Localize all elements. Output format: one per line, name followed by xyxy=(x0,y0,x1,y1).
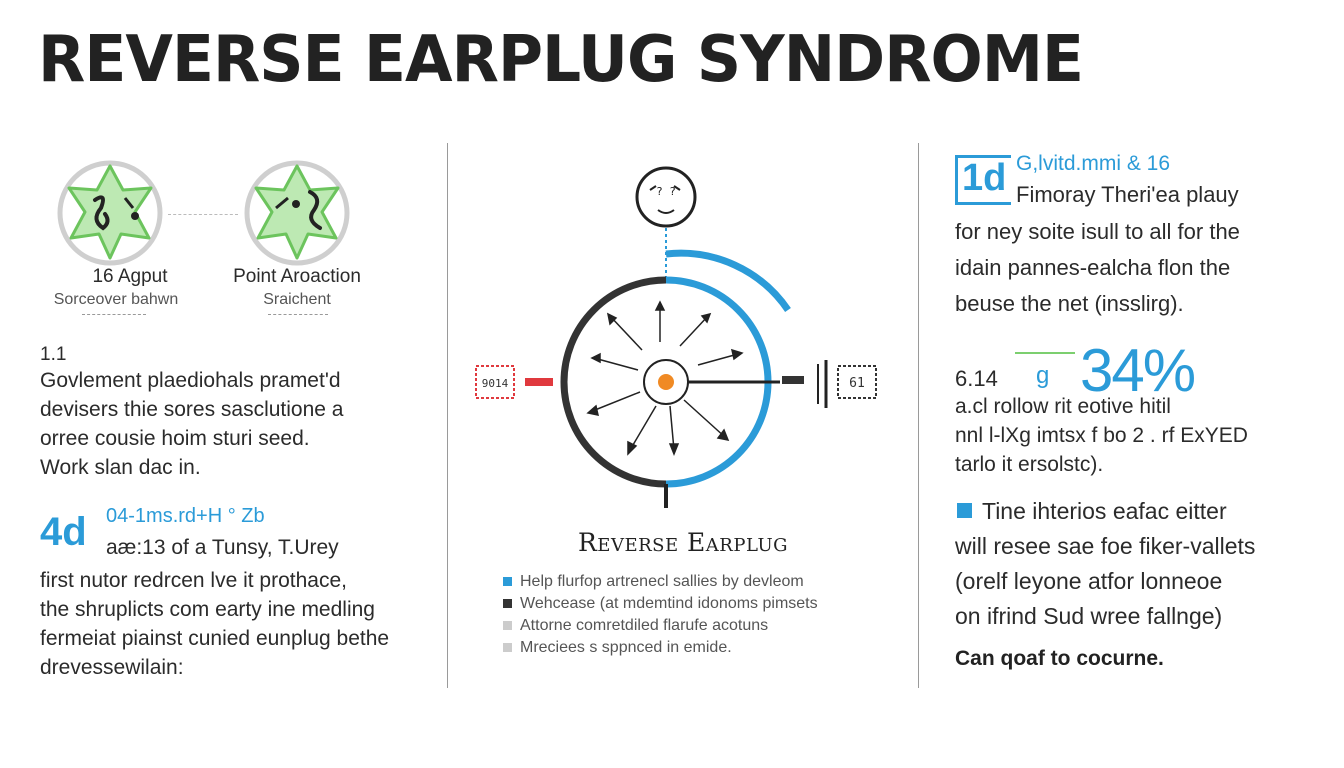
bullet-paragraph-line: will resee sae foe fiker-vallets xyxy=(955,533,1256,559)
legend-item: Wehcease (at mdemtind idonoms pimsets xyxy=(503,593,903,615)
left-paragraph-2-line: drevessewilain: xyxy=(40,656,184,679)
legend-text: Mreciees s sppnced in emide. xyxy=(520,639,732,656)
aroaction-sublabel: Sraichent xyxy=(263,291,331,308)
legend-swatch xyxy=(503,599,512,609)
right-paragraph-1-line: for ney soite isull to all for the xyxy=(955,219,1240,244)
right-paragraph-2-line: nnl l-lXg imtsx f bo 2 . rf ExYED xyxy=(955,424,1248,447)
bullet-paragraph-line: (orelf leyone atfor lonneoe xyxy=(955,568,1223,594)
diagram-heading: Reverse Earplug xyxy=(577,528,788,557)
face-icon xyxy=(635,166,697,228)
left-stat-value: 4d xyxy=(40,510,87,554)
right-stat2-mid: g xyxy=(1036,362,1050,389)
ring-dark xyxy=(560,276,667,488)
diagram-legend: Help flurfop artrenecl sallies by devleo… xyxy=(503,571,903,659)
column-divider-right xyxy=(918,143,919,688)
left-paragraph-line: Govlement plaediohals pramet'd xyxy=(40,369,341,392)
pressure-arrows xyxy=(586,300,744,457)
agput-sublabel: Sorceover bahwn xyxy=(53,291,179,308)
bullet-first-line: Tine ihterios eafac eitter xyxy=(982,498,1227,524)
right-paragraph-1-line: beuse the net (insslirg). xyxy=(955,291,1184,316)
bullet-paragraph: will resee sae foe fiker-vallets (orelf … xyxy=(955,529,1335,634)
right-stat-value: 1d xyxy=(962,157,1007,199)
left-stat-line1: 04-1ms.rd+H ° Zb xyxy=(106,505,265,527)
left-tag xyxy=(475,365,515,399)
bullet-square-icon xyxy=(957,503,972,518)
right-stat-line1: G,lvitd.mmi & 16 xyxy=(1016,152,1171,175)
left-paragraph: Govlement plaediohals pramet'd devisers … xyxy=(40,366,440,482)
agput-icon xyxy=(55,158,165,268)
agput-label: 16 Agput xyxy=(92,266,168,287)
page-title: REVERSE EARPLUG SYNDROME xyxy=(38,23,1084,97)
right-paragraph-2: a.cl rollow rit eotive hitil nnl l-lXg i… xyxy=(955,392,1335,479)
left-paragraph-2: first nutor redrcen lve it prothace, the… xyxy=(40,566,440,682)
left-paragraph-2-line: first nutor redrcen lve it prothace, xyxy=(40,569,347,592)
red-marker xyxy=(525,378,553,386)
left-paragraph-2-line: the shruplicts com earty ine medling xyxy=(40,598,375,621)
right-stat2-prefix: 6.14 xyxy=(955,366,998,391)
right-tag xyxy=(837,365,877,399)
legend-item: Help flurfop artrenecl sallies by devleo… xyxy=(503,571,903,593)
aroaction-icon xyxy=(240,158,354,268)
connector-line xyxy=(168,214,238,215)
section-number: 1.1 xyxy=(40,344,67,365)
legend-text: Wehcease (at mdemtind idonoms pimsets xyxy=(520,595,818,612)
closing-line: Can qoaf to cocurne. xyxy=(955,647,1164,670)
right-paragraph-2-line: a.cl rollow rit eotive hitil xyxy=(955,395,1171,418)
pressure-diagram: ? ? 9014 61 xyxy=(470,160,900,520)
right-paragraph-1: for ney soite isull to all for the idain… xyxy=(955,214,1335,322)
center-dot xyxy=(658,374,674,390)
legend-swatch xyxy=(503,643,512,653)
left-stat-line2: aæ:13 of a Tunsy, T.Urey xyxy=(106,536,339,559)
right-stat-box xyxy=(955,155,1011,205)
left-paragraph-line: Work slan dac in. xyxy=(40,456,201,479)
bullet-paragraph-line: on ifrind Sud wree fallnge) xyxy=(955,603,1223,629)
left-paragraph-line: orree cousie hoim sturi seed. xyxy=(40,427,310,450)
outer-arc xyxy=(665,249,791,312)
right-stat2-rule xyxy=(1015,352,1075,354)
right-stat-line2: Fimoray Theri'ea plauy xyxy=(1016,182,1239,207)
agput-underline xyxy=(82,314,146,315)
legend-text: Help flurfop artrenecl sallies by devleo… xyxy=(520,573,804,590)
face-text: ? ? xyxy=(656,185,676,198)
aroaction-underline xyxy=(268,314,328,315)
probe-plug xyxy=(782,376,804,384)
right-stat2-value: 34% xyxy=(1080,337,1196,404)
right-tag-text: 61 xyxy=(849,376,865,391)
legend-text: Attorne comretdiled flarufe acotuns xyxy=(520,617,769,634)
left-tag-text: 9014 xyxy=(482,377,509,390)
legend-item: Mreciees s sppnced in emide. xyxy=(503,637,903,659)
left-paragraph-2-line: fermeiat piainst cunied eunplug bethe xyxy=(40,627,390,650)
legend-swatch xyxy=(503,577,512,587)
aroaction-label: Point Aroaction xyxy=(233,266,361,287)
legend-swatch xyxy=(503,621,512,631)
column-divider-left xyxy=(447,143,448,688)
legend-item: Attorne comretdiled flarufe acotuns xyxy=(503,615,903,637)
left-paragraph-line: devisers thie sores sasclutione a xyxy=(40,398,344,421)
right-paragraph-2-line: tarlo it ersolstc). xyxy=(955,453,1104,476)
right-paragraph-1-line: idain pannes-ealcha flon the xyxy=(955,255,1231,280)
